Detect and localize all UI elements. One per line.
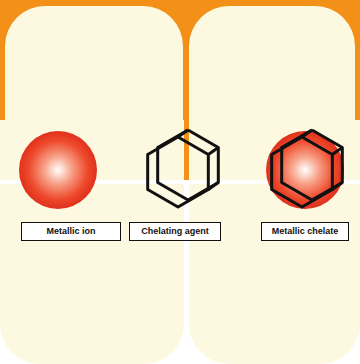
ring-edge xyxy=(332,183,342,190)
label-text: Metallic ion xyxy=(46,227,95,236)
metal-ion-sphere xyxy=(19,131,97,209)
label-box: Metallic ion xyxy=(21,222,121,241)
ring-edge xyxy=(302,130,312,137)
metal-ion-sphere xyxy=(266,131,344,209)
chelating-ring xyxy=(148,130,219,207)
panel xyxy=(189,120,360,364)
label-text: Metallic chelate xyxy=(272,227,339,236)
divider xyxy=(184,182,188,364)
ring-edge xyxy=(332,148,342,155)
chelating-ring xyxy=(272,130,343,207)
label-box: Metallic chelate xyxy=(261,222,349,241)
ring-edge xyxy=(208,148,218,155)
divider xyxy=(184,0,188,182)
label-box: Chelating agent xyxy=(129,222,221,241)
ring-edge xyxy=(178,130,188,137)
ring-front xyxy=(272,137,333,207)
label-text: Chelating agent xyxy=(141,227,209,236)
ring-front xyxy=(148,137,209,207)
ring-edge xyxy=(208,183,218,190)
